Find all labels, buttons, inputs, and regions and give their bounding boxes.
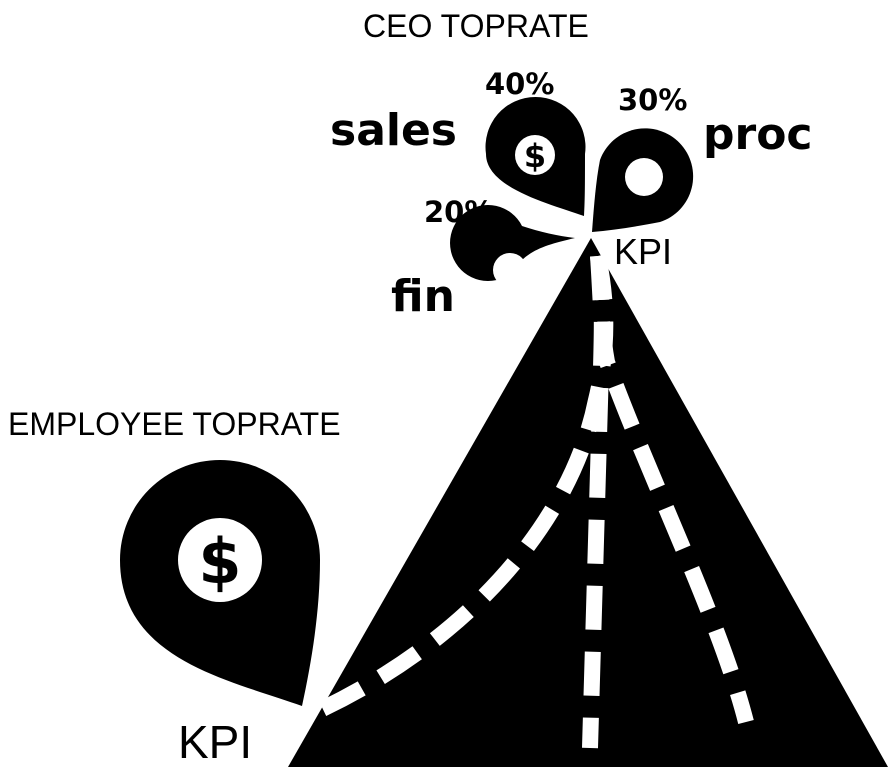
ceo-title: CEO TOPRATE (363, 8, 589, 44)
fin-pin-icon (450, 205, 575, 287)
road-lane-markings (312, 254, 754, 749)
sales-pin-icon: $ (485, 96, 586, 216)
lane-right (590, 255, 754, 724)
fin-label: fin (391, 271, 455, 322)
proc-pin-icon (592, 128, 694, 232)
dollar-icon: $ (524, 137, 546, 175)
proc-label: proc (703, 109, 813, 160)
employee-title: EMPLOYEE TOPRATE (8, 406, 341, 442)
sales-label: sales (330, 105, 457, 156)
proc-percent: 30% (618, 83, 688, 117)
kpi-label-bottom: KPI (178, 716, 253, 768)
fin-percent: 20% (424, 195, 494, 229)
lane-left (312, 254, 614, 720)
sales-percent: 40% (485, 67, 555, 101)
kpi-label-top: KPI (614, 231, 673, 272)
dollar-icon: $ (198, 525, 241, 598)
employee-pin-icon: $ (119, 459, 321, 706)
